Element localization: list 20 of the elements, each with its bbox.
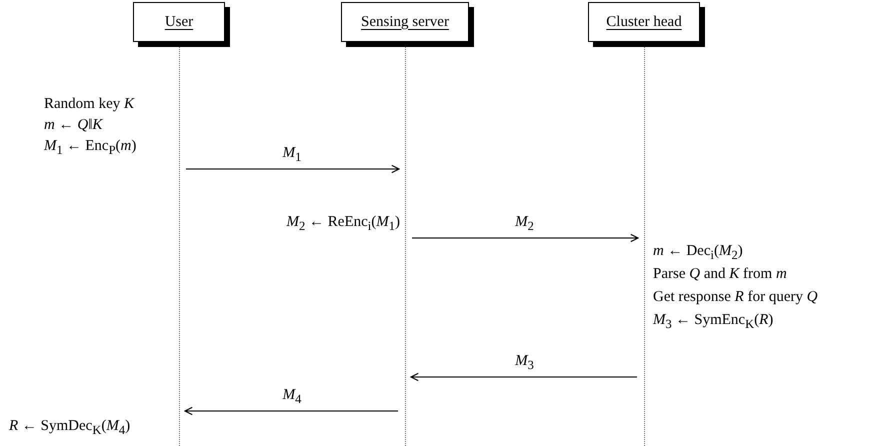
step-note: m ← Q‖K [44, 116, 102, 135]
message-arrow [410, 372, 637, 382]
message-arrow [186, 164, 400, 174]
step-note: Parse Q and K from m [653, 265, 787, 284]
message-arrow [412, 234, 639, 242]
step-note: M$_{2}$ ← ReEnc$_{i}$(M$_{1}$) [286, 213, 400, 235]
step-note: m ← Dec$_{i}$(M$_{2}$) [653, 242, 743, 264]
edge-label: M$_{1}$ [282, 144, 302, 166]
participant-name: Sensing server [361, 14, 449, 30]
step-note: Random key K [44, 95, 134, 114]
message-arrow [184, 406, 398, 416]
step-note: M$_{1}$ ← Enc$_{P}$(m) [44, 137, 136, 159]
step-note: M$_{3}$ ← SymEnc$_{K}$(R) [653, 311, 774, 333]
participant-name: Cluster head [606, 14, 682, 30]
edge-label: M$_{3}$ [515, 352, 534, 374]
participant-name: User [164, 14, 194, 30]
edge-label: M$_{2}$ [515, 213, 534, 235]
step-note: R ← SymDec$_{K}$(M$_{4}$) [9, 417, 130, 439]
step-note: Get response R for query Q [653, 288, 818, 307]
edge-label: M$_{4}$ [282, 386, 302, 408]
